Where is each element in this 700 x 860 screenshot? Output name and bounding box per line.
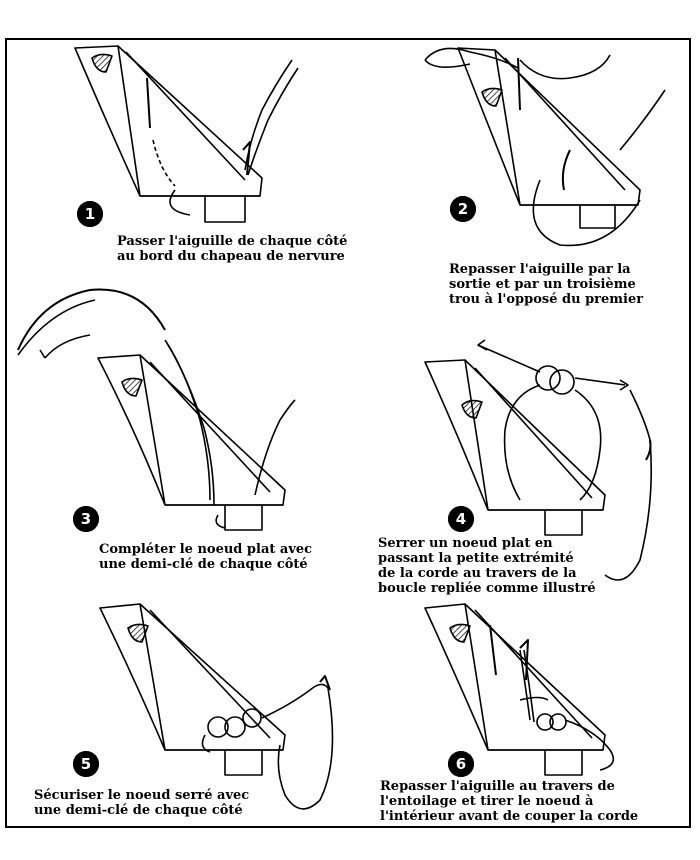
step-5-badge: 5 [73, 751, 99, 777]
step-4-badge: 4 [448, 506, 474, 532]
step-2-badge: 2 [450, 196, 476, 222]
step-2-caption: Repasser l'aiguille par la sortie et par… [449, 262, 644, 307]
step-1-caption: Passer l'aiguille de chaque côté au bord… [117, 234, 348, 264]
step-4-illustration [424, 339, 653, 581]
step-3-illustration [17, 288, 296, 531]
step-3-badge: 3 [73, 506, 99, 532]
step-4-caption: Serrer un noeud plat en passant la petit… [378, 536, 596, 596]
diagram-frame [5, 38, 691, 828]
step-6-illustration [424, 603, 615, 776]
step-5-illustration [99, 603, 334, 810]
step-6-caption: Repasser l'aiguille au travers de l'ento… [380, 779, 639, 824]
step-6-badge: 6 [448, 751, 474, 777]
step-1-badge: 1 [77, 201, 103, 227]
step-2-illustration [424, 47, 666, 247]
step-1-illustration [74, 45, 299, 223]
step-5-caption: Sécuriser le noeud serré avec une demi-c… [34, 788, 250, 818]
step-3-caption: Compléter le noeud plat avec une demi-cl… [99, 542, 313, 572]
